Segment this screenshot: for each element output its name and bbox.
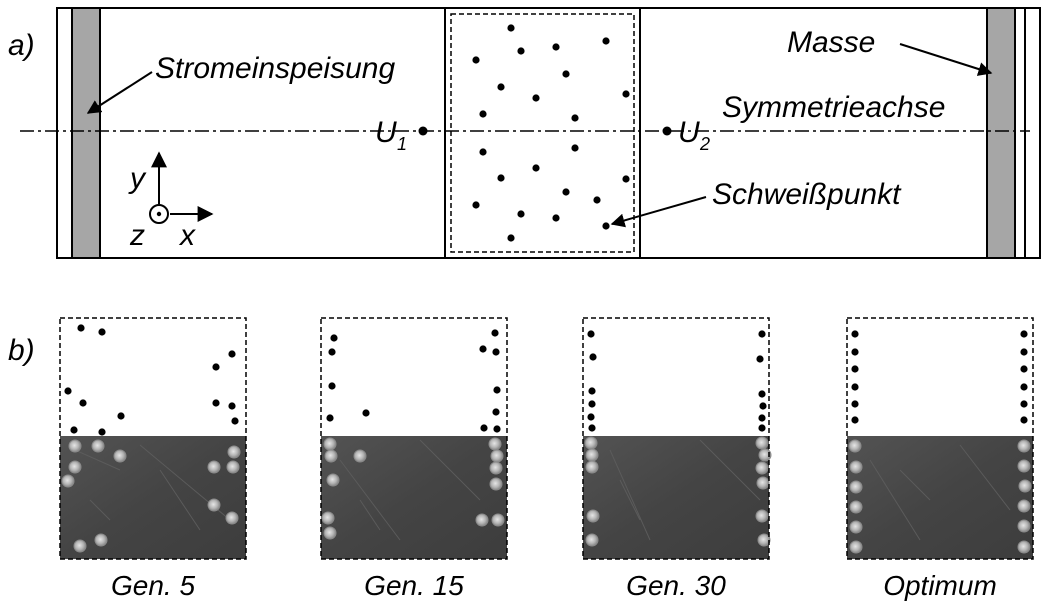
left-electrode — [71, 7, 101, 259]
weld-region — [450, 13, 635, 253]
generation-panel-gen15: Gen. 15 — [320, 317, 508, 601]
current-feed-arrow — [86, 71, 153, 114]
generation-panel-gen30: Gen. 30 — [582, 317, 772, 601]
weld-photo — [583, 436, 769, 559]
z-axis-label: z — [129, 219, 145, 252]
x-axis-label: x — [178, 219, 196, 252]
probe-u2-point — [662, 126, 672, 136]
generation-panel-optimum: Optimum — [846, 317, 1034, 601]
generation-panel-gen5: Gen. 5 — [59, 317, 247, 601]
photo-weld-spots — [848, 439, 1032, 554]
probe-u1-label: U — [375, 116, 397, 149]
sheet-assembly — [56, 7, 1041, 259]
photo-weld-spots — [584, 436, 772, 547]
probe-u2-label: U — [678, 116, 700, 149]
probe-u1-subscript: 1 — [397, 134, 407, 154]
optimization-region — [846, 317, 1034, 560]
panel-a-label: a) — [8, 29, 35, 62]
weld-points-a — [472, 24, 630, 242]
ground-arrow — [899, 43, 993, 76]
panel-b-label: b) — [8, 334, 35, 367]
weld-points — [326, 329, 501, 433]
weld-point-label: Schweißpunkt — [712, 178, 902, 211]
ground-label: Masse — [787, 26, 875, 59]
optimization-region — [320, 317, 508, 560]
weld-points — [64, 324, 239, 436]
probe-u2: U 2 — [662, 116, 710, 154]
photo-weld-spots — [321, 437, 505, 540]
optimization-region — [582, 317, 770, 560]
generation-caption: Optimum — [883, 570, 997, 601]
overlap-zone — [444, 7, 641, 259]
y-axis-label: y — [128, 162, 147, 195]
weld-points — [851, 330, 1028, 424]
generation-caption: Gen. 5 — [111, 570, 195, 601]
probe-u1: U 1 — [375, 116, 428, 154]
weld-photo — [847, 436, 1033, 559]
photo-weld-spots — [61, 439, 241, 553]
generation-caption: Gen. 30 — [626, 570, 726, 601]
right-electrode — [986, 7, 1016, 259]
weld-points — [587, 330, 767, 432]
optimization-region — [59, 317, 247, 560]
generation-caption: Gen. 15 — [364, 570, 464, 601]
weld-photo — [60, 436, 246, 559]
probe-u1-point — [418, 126, 428, 136]
weld-point-arrow — [610, 196, 707, 228]
weld-photo — [321, 436, 507, 559]
probe-u2-subscript: 2 — [699, 134, 710, 154]
symmetry-axis-label: Symmetrieachse — [722, 91, 945, 124]
coordinate-system: y x z — [128, 151, 214, 252]
current-feed-label: Stromeinspeisung — [155, 52, 395, 85]
